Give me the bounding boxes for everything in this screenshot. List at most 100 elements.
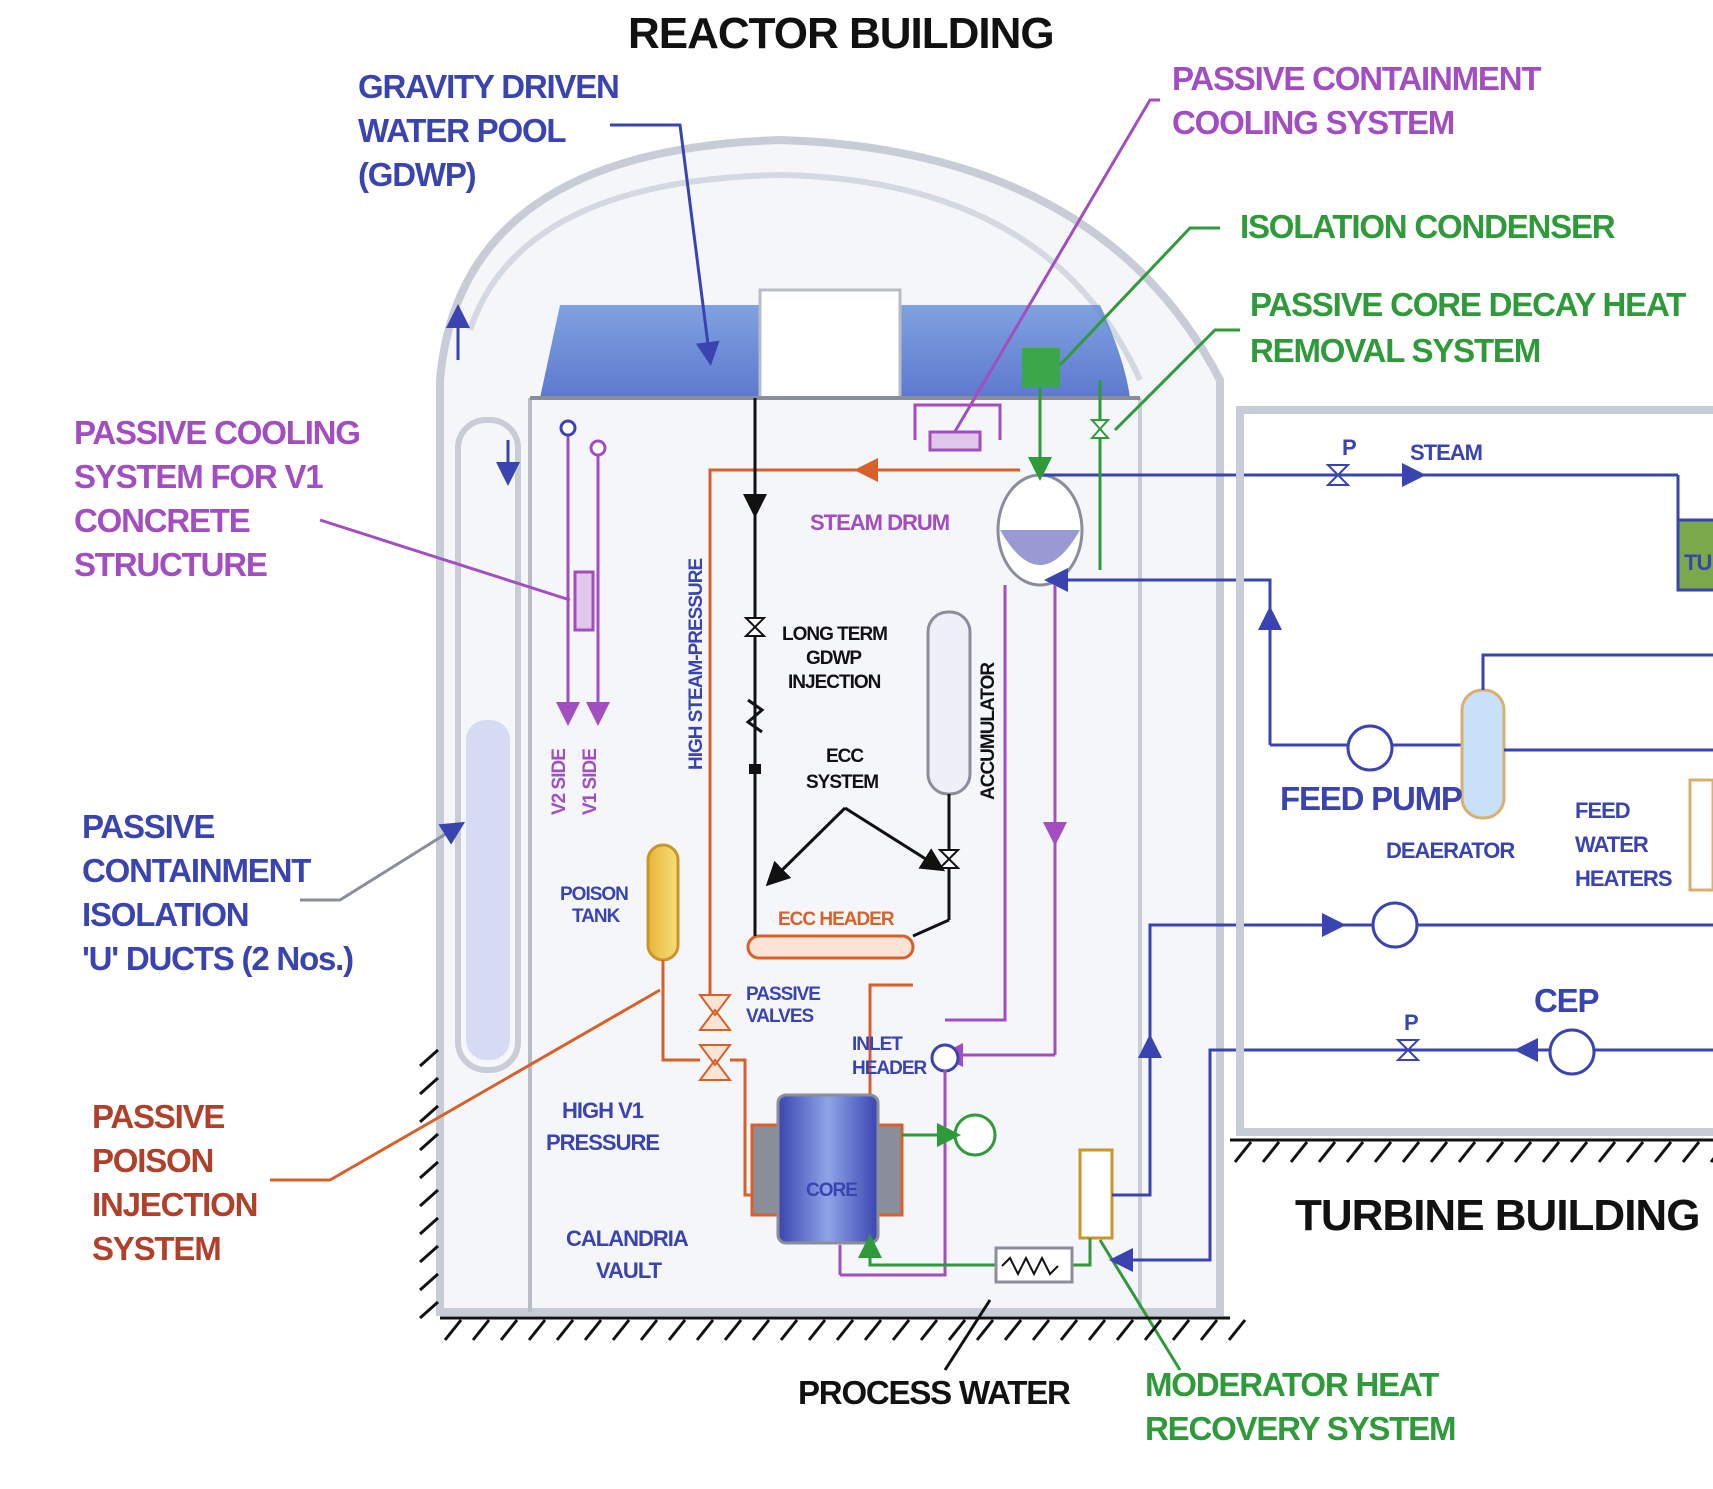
hatch-mark (863, 1319, 883, 1341)
svg-text:PASSIVE COOLING: PASSIVE COOLING (74, 414, 360, 451)
svg-text:PASSIVE: PASSIVE (92, 1098, 224, 1135)
moderator-pump (953, 1113, 997, 1157)
v1-concrete-label: PASSIVE COOLING SYSTEM FOR V1 CONCRETE S… (74, 414, 361, 583)
hatch-mark (835, 1319, 855, 1341)
u-ducts-label: PASSIVE CONTAINMENT ISOLATION 'U' DUCTS … (82, 808, 354, 977)
hatch-mark (1653, 1141, 1673, 1163)
process-water-leader (943, 1299, 992, 1371)
v1-cooling-box (573, 570, 595, 632)
svg-text:LONG TERM: LONG TERM (782, 624, 887, 645)
svg-text:RECOVERY SYSTEM: RECOVERY SYSTEM (1145, 1410, 1455, 1447)
calandria-label: CALANDRIA VAULT (566, 1226, 690, 1283)
v1-side-label: V1 SIDE (580, 749, 601, 815)
svg-text:HEADER: HEADER (852, 1058, 928, 1079)
hatch-mark (891, 1319, 911, 1341)
gdwp-pool-left (540, 305, 760, 398)
feed-pump (1346, 724, 1394, 772)
pccs-unit (928, 430, 982, 452)
svg-text:COOLING SYSTEM: COOLING SYSTEM (1172, 104, 1454, 141)
steam-valve (1325, 464, 1351, 486)
ground-hatching (419, 1048, 1713, 1341)
v1-valve (589, 439, 607, 457)
ecc-header (746, 934, 915, 960)
ecc-arrow-right (844, 806, 946, 872)
hatch-mark (583, 1319, 603, 1341)
ecc-system-label: ECC SYSTEM (806, 746, 879, 793)
svg-text:SYSTEM: SYSTEM (92, 1230, 221, 1267)
hatch-mark (1059, 1319, 1079, 1341)
poison-injection-label: PASSIVE POISON INJECTION SYSTEM (92, 1098, 258, 1267)
cep-valve-p: P (1404, 1010, 1418, 1035)
hatch-mark (419, 1272, 439, 1292)
hatch-mark (1317, 1141, 1337, 1163)
decay-heat-leader (1113, 328, 1240, 432)
steam-drum-water (1000, 530, 1080, 565)
hatch-mark (1457, 1141, 1477, 1163)
hatch-mark (1485, 1141, 1505, 1163)
reactor-building-inner-arc (467, 171, 1143, 382)
turbine-block (1676, 518, 1713, 592)
hatch-mark (1401, 1141, 1421, 1163)
svg-text:PASSIVE CORE DECAY HEAT: PASSIVE CORE DECAY HEAT (1250, 286, 1686, 323)
v2-valve (559, 419, 577, 437)
u-duct (455, 417, 521, 1073)
accumulator-valve (937, 849, 961, 869)
process-water-label: PROCESS WATER (798, 1374, 1071, 1411)
isolation-condenser-label: ISOLATION CONDENSER (1240, 208, 1616, 245)
core-label: CORE (806, 1180, 857, 1201)
moderator-heat-label: MODERATOR HEAT RECOVERY SYSTEM (1145, 1366, 1456, 1447)
hatch-mark (1115, 1319, 1135, 1341)
inlet-header-label: INLET HEADER (852, 1034, 929, 1079)
hatch-mark (419, 1076, 439, 1096)
turbine-side-pump (1371, 901, 1419, 949)
hatch-mark (527, 1319, 547, 1341)
hatch-mark (419, 1104, 439, 1124)
hatch-mark (1569, 1141, 1589, 1163)
turbine-building-title: TURBINE BUILDING (1295, 1191, 1699, 1240)
long-term-valve (743, 617, 767, 637)
isolation-condenser-unit (1022, 348, 1060, 388)
high-steam-pressure-line (708, 468, 1020, 1000)
hatch-mark (639, 1319, 659, 1341)
svg-text:REMOVAL SYSTEM: REMOVAL SYSTEM (1250, 332, 1540, 369)
hatch-mark (1171, 1319, 1191, 1341)
poison-leader (270, 988, 661, 1182)
hatch-mark (667, 1319, 687, 1341)
orifice (749, 764, 761, 774)
moderator-hx (1078, 1148, 1114, 1240)
process-water-coil (1001, 1255, 1059, 1277)
turbine-tu-label: TU (1684, 550, 1711, 575)
svg-text:VALVES: VALVES (746, 1006, 814, 1027)
svg-text:HEATERS: HEATERS (1575, 866, 1672, 891)
moderator-return (858, 1234, 1092, 1267)
svg-text:ISOLATION: ISOLATION (82, 896, 248, 933)
hatch-mark (723, 1319, 743, 1341)
feed-pump-label: FEED PUMP (1280, 780, 1462, 817)
poison-tank (646, 843, 680, 962)
svg-text:VAULT: VAULT (596, 1258, 663, 1283)
hatch-mark (1513, 1141, 1533, 1163)
gdwp-leader (610, 123, 720, 366)
hatch-mark (419, 1300, 439, 1320)
hatch-mark (1031, 1319, 1051, 1341)
v1-concrete-leader (319, 518, 571, 602)
steam-drum-label: STEAM DRUM (810, 510, 949, 535)
hatch-mark (419, 1132, 439, 1152)
reactor-building-title: REACTOR BUILDING (628, 9, 1054, 58)
svg-text:ECC: ECC (826, 746, 864, 767)
hatch-mark (419, 1160, 439, 1180)
turbine-building-wall (1236, 406, 1713, 1136)
process-water-hx (994, 1246, 1074, 1284)
svg-text:INJECTION: INJECTION (788, 672, 881, 693)
passive-valve-2 (698, 1044, 732, 1081)
svg-text:GRAVITY DRIVEN: GRAVITY DRIVEN (358, 68, 619, 105)
ecc-arrow-left (765, 806, 847, 887)
high-v1-label: HIGH V1 PRESSURE (546, 1098, 660, 1155)
hatch-mark (611, 1319, 631, 1341)
svg-text:MODERATOR HEAT: MODERATOR HEAT (1145, 1366, 1439, 1403)
svg-text:INLET: INLET (852, 1034, 903, 1055)
accumulator-label: ACCUMULATOR (978, 662, 999, 800)
ecc-header-link2 (912, 918, 950, 938)
hatch-mark (471, 1319, 491, 1341)
